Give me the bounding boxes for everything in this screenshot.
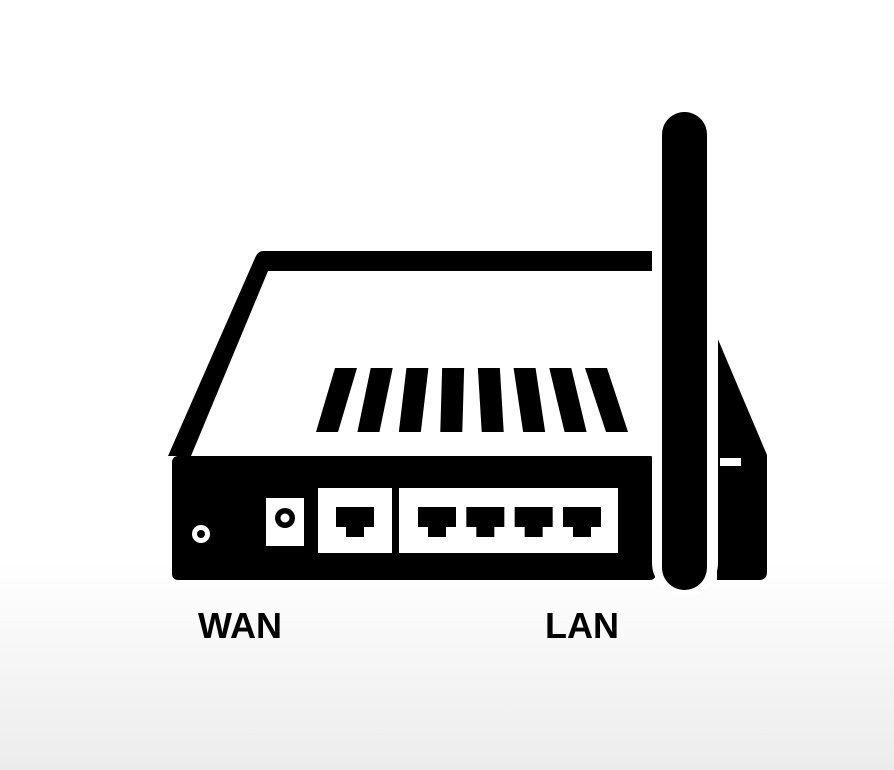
- vent-slot: [477, 368, 504, 432]
- power-button-center: [197, 530, 205, 538]
- vent-slot: [549, 368, 587, 432]
- vent-slot: [440, 368, 465, 432]
- vent-slot: [585, 368, 628, 432]
- lan-ethernet-port[interactable]: [563, 507, 601, 537]
- wan-ports: [336, 507, 374, 537]
- wan-label: WAN: [198, 605, 282, 646]
- antenna[interactable]: [662, 112, 707, 590]
- vent-slots: [316, 368, 628, 432]
- power-jack-pin: [280, 513, 290, 523]
- router-side-highlight: [720, 458, 741, 466]
- router-side-panel: [717, 337, 767, 580]
- wan-ethernet-port[interactable]: [336, 507, 374, 537]
- vent-slot: [513, 368, 546, 432]
- lan-ports: [418, 507, 601, 537]
- lan-ethernet-port[interactable]: [418, 507, 456, 537]
- vent-slot: [398, 368, 429, 432]
- lan-ethernet-port[interactable]: [514, 507, 553, 537]
- vent-slot: [316, 368, 357, 432]
- lan-ethernet-port[interactable]: [466, 507, 505, 537]
- vent-slot: [357, 368, 393, 432]
- lan-label: LAN: [545, 605, 619, 646]
